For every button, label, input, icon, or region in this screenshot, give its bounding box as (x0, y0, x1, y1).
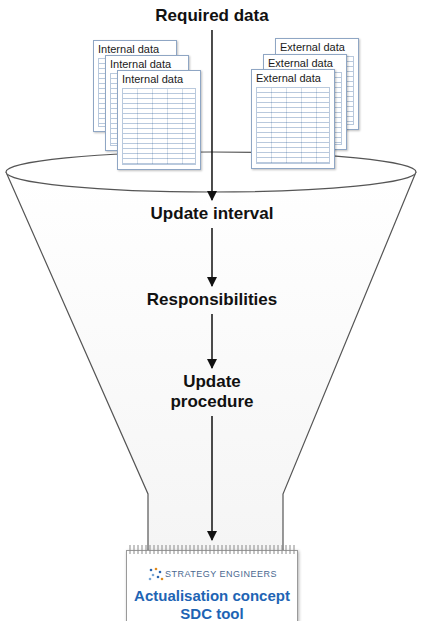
flow-arrow (211, 314, 213, 368)
logo-dot (149, 578, 152, 581)
binding-ring (286, 545, 287, 554)
binding-ring (246, 545, 247, 554)
binding-ring (214, 545, 215, 554)
table-grid (122, 88, 196, 165)
sheet-title: External data (252, 70, 334, 86)
funnel-outline (6, 172, 416, 585)
step-text: Update procedure (158, 372, 266, 412)
logo-dot (152, 574, 155, 577)
flow-arrow (211, 228, 213, 286)
step-label: Responsibilities (147, 290, 277, 310)
binding-ring (282, 545, 283, 554)
funnel-rim (6, 152, 416, 192)
company-name: STRATEGY ENGINEERS (147, 567, 277, 581)
binding-ring (274, 545, 275, 554)
binding-ring (294, 545, 295, 554)
flow-arrow (211, 416, 213, 540)
binding-ring (222, 545, 223, 554)
document-title: Actualisation concept SDC tool (133, 587, 291, 621)
sheet-title: Internal data (118, 71, 200, 87)
binding-ring (218, 545, 219, 554)
binding-ring (134, 545, 135, 554)
logo-dot (161, 578, 164, 581)
funnel-body (6, 172, 416, 585)
result-document: STRATEGY ENGINEERS Actualisation concept … (126, 550, 298, 621)
binding-ring (242, 545, 243, 554)
binding-ring (238, 545, 239, 554)
binding-ring (254, 545, 255, 554)
spiral-binding (126, 545, 298, 555)
binding-ring (162, 545, 163, 554)
step-text: Update interval (151, 204, 274, 224)
binding-ring (278, 545, 279, 554)
step-label: Update procedure (158, 372, 266, 412)
binding-ring (154, 545, 155, 554)
binding-ring (142, 545, 143, 554)
binding-ring (234, 545, 235, 554)
sheet-title: External data (276, 39, 358, 55)
logo-dot (157, 576, 160, 579)
binding-ring (170, 545, 171, 554)
binding-ring (194, 545, 195, 554)
step-label: Update interval (151, 204, 274, 224)
binding-ring (178, 545, 179, 554)
logo-dot (155, 568, 158, 571)
data-sheet: External data (251, 69, 335, 169)
binding-ring (258, 545, 259, 554)
binding-ring (190, 545, 191, 554)
company-logo (148, 567, 164, 581)
binding-ring (166, 545, 167, 554)
binding-ring (270, 545, 271, 554)
binding-ring (150, 545, 151, 554)
logo-dot (159, 571, 162, 574)
step-text: Responsibilities (147, 290, 277, 310)
binding-ring (206, 545, 207, 554)
binding-ring (158, 545, 159, 554)
binding-ring (182, 545, 183, 554)
binding-ring (250, 545, 251, 554)
binding-ring (202, 545, 203, 554)
flow-arrow (211, 30, 213, 200)
binding-ring (262, 545, 263, 554)
table-grid (256, 87, 330, 164)
binding-ring (130, 545, 131, 554)
step-text: Required data (155, 6, 268, 26)
binding-ring (138, 545, 139, 554)
binding-ring (226, 545, 227, 554)
binding-ring (186, 545, 187, 554)
logo-dot (150, 569, 153, 572)
binding-ring (230, 545, 231, 554)
binding-ring (266, 545, 267, 554)
binding-ring (146, 545, 147, 554)
binding-ring (198, 545, 199, 554)
binding-ring (174, 545, 175, 554)
binding-ring (210, 545, 211, 554)
step-label: Required data (155, 6, 268, 26)
binding-ring (290, 545, 291, 554)
data-sheet: Internal data (117, 70, 201, 170)
